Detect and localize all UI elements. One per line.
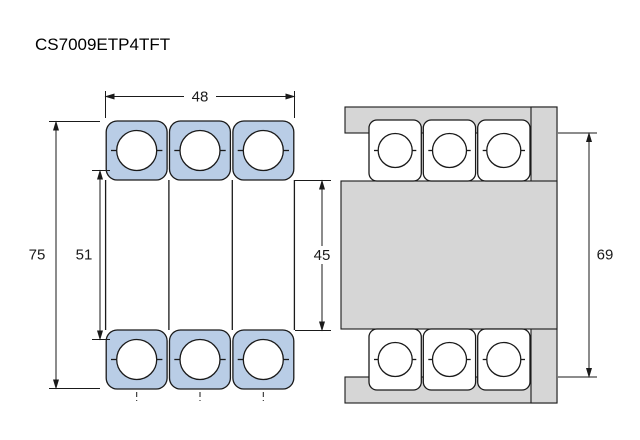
ball — [242, 338, 284, 381]
dim-width: 48 — [104, 87, 296, 118]
ball — [377, 132, 413, 169]
ball — [116, 129, 158, 172]
mounted-bottom-ring-row — [368, 328, 531, 391]
front-bore-lines — [104, 180, 296, 330]
dim-outer-diameter-label: 75 — [29, 247, 46, 264]
shaft-body — [340, 180, 558, 330]
part-number: CS7009ETP4TFT — [35, 35, 170, 54]
ball — [179, 129, 221, 172]
dim-shoulder-diameter-label: 51 — [76, 247, 93, 264]
dim-width-label: 48 — [192, 89, 209, 106]
dim-abutment-diameter-label: 69 — [597, 247, 614, 264]
dim-label-bg — [306, 246, 338, 264]
mounted-top-ring-row — [368, 119, 531, 182]
ball — [431, 341, 468, 378]
ball — [486, 132, 522, 169]
ball — [486, 341, 522, 378]
mounted-view — [340, 106, 558, 404]
front-bottom-ring-row — [105, 329, 295, 390]
ball — [431, 132, 468, 169]
front-top-ring-row — [105, 120, 295, 181]
ball — [242, 129, 284, 172]
ball — [116, 338, 158, 381]
dim-label-bg — [184, 87, 216, 105]
centerline-ticks — [136, 392, 264, 401]
dim-shoulder-diameter: 51 — [76, 169, 110, 341]
ball — [377, 341, 413, 378]
dim-outer-diameter: 75 — [29, 120, 100, 390]
ball — [179, 338, 221, 381]
dim-bore-diameter: 45 — [295, 179, 338, 332]
front-view — [104, 120, 296, 401]
dim-bore-diameter-label: 45 — [314, 247, 331, 264]
dim-abutment-diameter: 69 — [558, 132, 614, 378]
